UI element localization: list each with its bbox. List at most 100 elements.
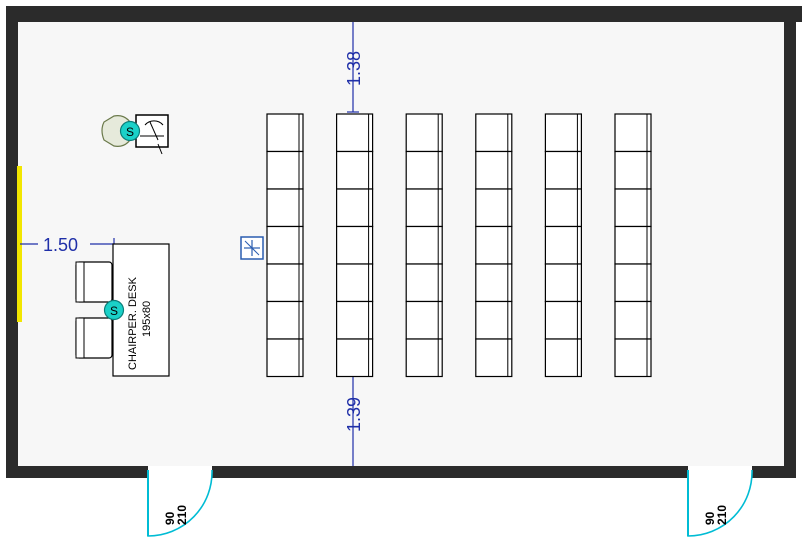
seat-outline xyxy=(544,225,583,265)
seat[interactable] xyxy=(544,150,583,190)
seat[interactable] xyxy=(544,225,583,265)
seat-outline xyxy=(266,188,304,228)
door-height-label: 210 xyxy=(175,505,189,525)
seating-grid xyxy=(266,113,652,378)
dimension-left-label: 1.50 xyxy=(43,235,78,255)
desk-label: CHAIRPER. DESK xyxy=(127,276,139,370)
presenter-station[interactable]: S xyxy=(101,114,169,155)
desk-size-label: 195x80 xyxy=(141,301,153,337)
door-swing xyxy=(687,469,753,537)
door-right[interactable]: 90 210 xyxy=(687,469,753,537)
seat[interactable] xyxy=(614,263,652,303)
seat[interactable] xyxy=(266,188,304,228)
seat-outline xyxy=(336,150,374,190)
seat[interactable] xyxy=(266,338,304,378)
speaker-icon xyxy=(103,299,125,321)
door-left[interactable]: 90 210 xyxy=(147,469,213,537)
seat-outline xyxy=(405,300,443,340)
seat[interactable] xyxy=(266,263,304,303)
outlet-line xyxy=(244,240,260,256)
projector-icon[interactable] xyxy=(240,236,264,260)
seat-outline xyxy=(266,113,304,153)
seat[interactable] xyxy=(614,338,652,378)
seat[interactable] xyxy=(614,150,652,190)
seat-outline xyxy=(405,225,443,265)
seat-outline xyxy=(266,225,304,265)
seat-outline xyxy=(266,300,304,340)
seat-outline xyxy=(614,338,652,378)
seat-outline xyxy=(336,188,374,228)
wall-bottom-right xyxy=(752,466,796,478)
chairperson-desk[interactable]: CHAIRPER. DESK 195x80 S xyxy=(75,243,170,377)
seat[interactable] xyxy=(405,113,443,153)
seat[interactable] xyxy=(266,113,304,153)
window xyxy=(17,166,22,322)
seat-outline xyxy=(475,338,513,378)
wall-top xyxy=(6,6,802,22)
seat[interactable] xyxy=(544,113,583,153)
seat-outline xyxy=(266,263,304,303)
seat[interactable] xyxy=(475,225,513,265)
seat[interactable] xyxy=(336,150,374,190)
seat[interactable] xyxy=(405,263,443,303)
wall-bottom-left xyxy=(6,466,148,478)
seat-outline xyxy=(614,150,652,190)
seat[interactable] xyxy=(614,225,652,265)
seat-outline xyxy=(614,300,652,340)
seat-outline xyxy=(405,338,443,378)
seat[interactable] xyxy=(336,338,374,378)
seat[interactable] xyxy=(614,188,652,228)
seat-outline xyxy=(614,113,652,153)
dimension-bottom-label: 1.39 xyxy=(344,397,364,432)
door-width-label: 90 xyxy=(703,511,717,525)
seat-outline xyxy=(336,225,374,265)
seat[interactable] xyxy=(405,150,443,190)
seat-outline xyxy=(475,225,513,265)
seat[interactable] xyxy=(614,300,652,340)
seat-outline xyxy=(544,188,583,228)
seat[interactable] xyxy=(544,188,583,228)
seat[interactable] xyxy=(405,338,443,378)
seat-outline xyxy=(336,338,374,378)
seat-outline xyxy=(614,225,652,265)
seat-outline xyxy=(336,300,374,340)
seat[interactable] xyxy=(544,263,583,303)
seat[interactable] xyxy=(336,113,374,153)
dimension-top-label: 1.38 xyxy=(344,51,364,86)
seat[interactable] xyxy=(544,300,583,340)
speaker-icon xyxy=(119,120,141,142)
seat-outline xyxy=(475,263,513,303)
seat-outline xyxy=(405,150,443,190)
seat[interactable] xyxy=(405,225,443,265)
seat[interactable] xyxy=(475,150,513,190)
seat[interactable] xyxy=(336,225,374,265)
seat-outline xyxy=(544,263,583,303)
door-width-label: 90 xyxy=(163,511,177,525)
seat[interactable] xyxy=(336,300,374,340)
seat[interactable] xyxy=(336,263,374,303)
dimension-label-bg xyxy=(38,232,90,254)
seat[interactable] xyxy=(336,188,374,228)
lectern-needle xyxy=(149,121,159,141)
seat-outline xyxy=(544,338,583,378)
seat-outline xyxy=(614,188,652,228)
lectern-foot xyxy=(157,143,163,155)
seat[interactable] xyxy=(544,338,583,378)
seat[interactable] xyxy=(405,300,443,340)
seat-outline xyxy=(544,150,583,190)
seat[interactable] xyxy=(266,300,304,340)
seat[interactable] xyxy=(475,263,513,303)
seat-outline xyxy=(544,300,583,340)
seat[interactable] xyxy=(475,300,513,340)
seat[interactable] xyxy=(405,188,443,228)
seat[interactable] xyxy=(475,113,513,153)
wall-right xyxy=(784,6,796,478)
seat[interactable] xyxy=(266,150,304,190)
lectern-gauge xyxy=(144,120,164,126)
seat[interactable] xyxy=(475,338,513,378)
seat[interactable] xyxy=(614,113,652,153)
seat[interactable] xyxy=(266,225,304,265)
seat-outline xyxy=(475,300,513,340)
seat[interactable] xyxy=(475,188,513,228)
lectern xyxy=(135,114,169,148)
